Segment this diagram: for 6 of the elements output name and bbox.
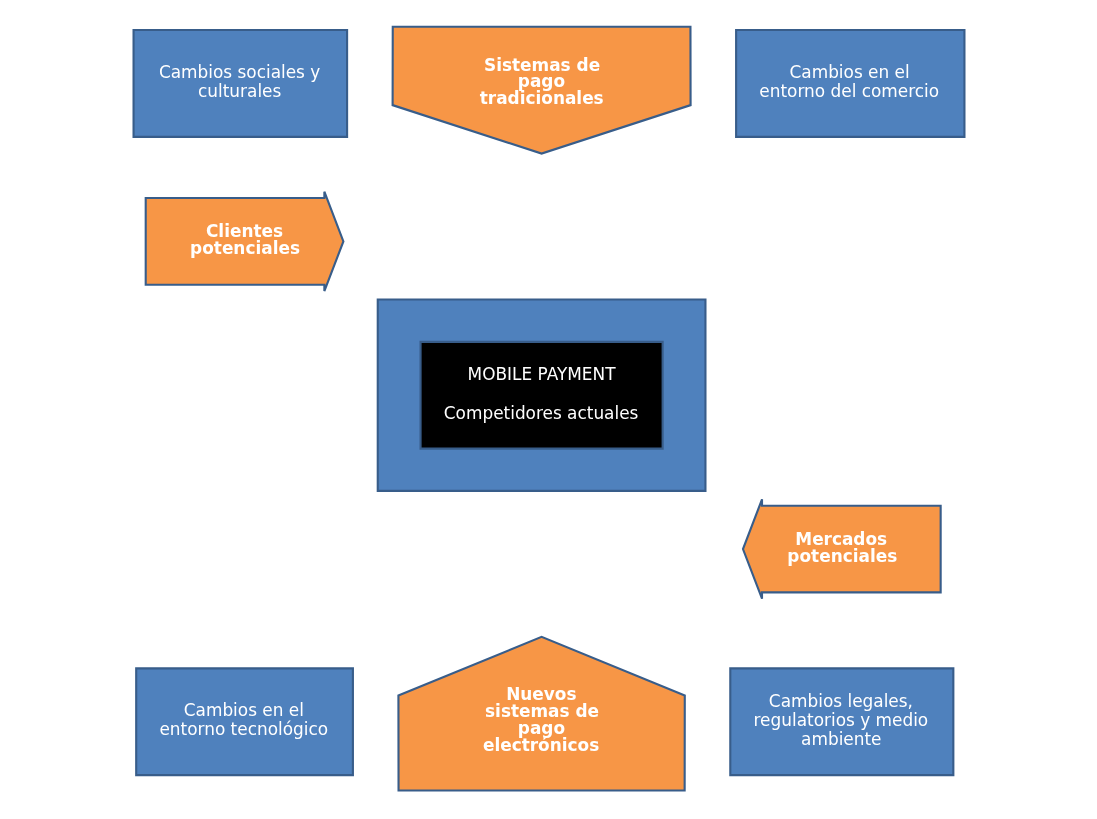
node-box: Cambios en el entorno del comercio — [734, 28, 965, 138]
node-box: Cambios en el entorno tecnológico — [134, 666, 354, 776]
node-box: Cambios sociales y culturales — [132, 28, 348, 138]
node-box: MOBILE PAYMENT Competidores actuales — [419, 340, 664, 450]
cluster — [376, 298, 706, 492]
node-box: Cambios legales, regulatorios y medio ambiente — [728, 666, 954, 776]
